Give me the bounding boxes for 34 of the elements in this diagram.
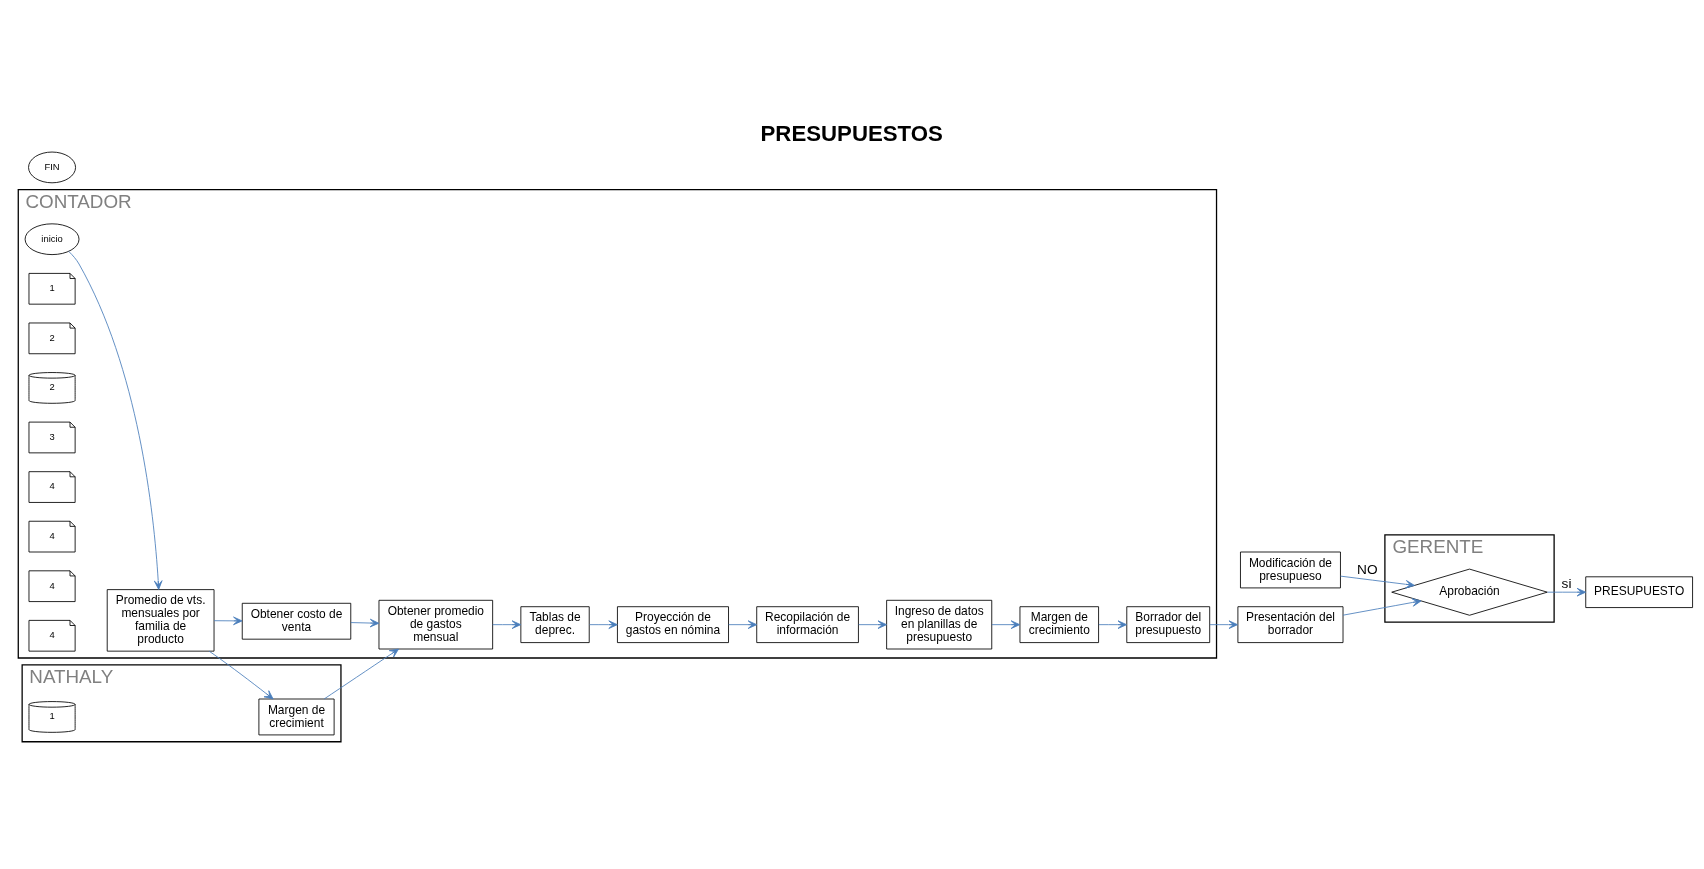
node-box: Recopilación de información (756, 606, 859, 644)
arrow (1342, 598, 1422, 616)
edge-label: si (1561, 575, 1572, 591)
node-box: Margen de crecimiento (1019, 606, 1099, 644)
arrow (213, 616, 243, 626)
edge-label: NO (1357, 562, 1378, 578)
arrow (1209, 620, 1238, 629)
node-box: Proyección de gastos en nómina (617, 606, 729, 644)
node-ellipse: inicio (24, 223, 80, 256)
node-box: Obtener promedio de gastos mensual (378, 599, 494, 650)
arrow (1547, 587, 1587, 597)
diagram-title: PRESUPUESTOS (760, 120, 943, 146)
arrow (858, 620, 887, 629)
node-box: Promedio de vts. mensuales por familia de producto (106, 589, 215, 652)
node-box: Modificación de presupueso (1240, 551, 1341, 589)
node-box: Borrador del presupuesto (1126, 606, 1211, 644)
arrow (1098, 620, 1127, 629)
arrow (991, 620, 1021, 629)
node-box: Obtener costo de venta (241, 602, 352, 640)
node-box: Margen de crecimient (258, 698, 335, 736)
node-box: Presentación del borrador (1237, 606, 1344, 644)
arrow (350, 618, 380, 628)
node-box: Tablas de deprec. (520, 606, 590, 644)
node-diamond: Aprobación (1391, 568, 1548, 616)
arrow (589, 620, 618, 629)
arrow (492, 620, 522, 629)
arrow (1340, 575, 1415, 589)
arrow (323, 648, 399, 700)
node-ellipse: FIN (28, 151, 76, 184)
arrow (728, 620, 758, 629)
node-box: Ingreso de datos en planillas de presupuesto (886, 599, 993, 650)
arrow (208, 650, 274, 700)
node-box: PRESUPUESTO (1585, 576, 1693, 608)
arrow (68, 251, 163, 590)
